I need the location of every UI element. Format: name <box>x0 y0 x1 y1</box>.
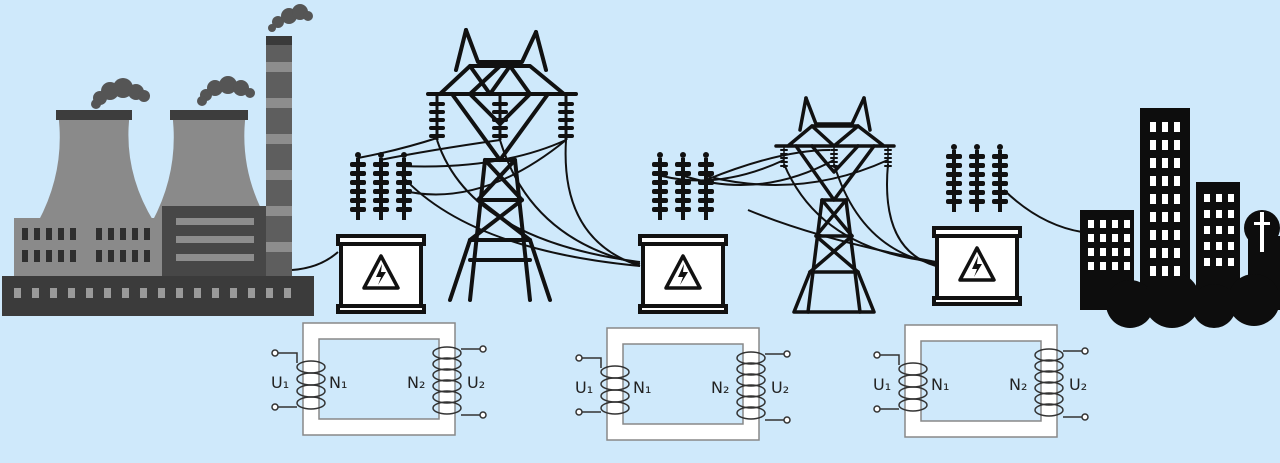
secondary-coil <box>736 350 791 424</box>
primary-voltage-label: U₁ <box>271 373 289 392</box>
secondary-voltage-label: U₂ <box>467 373 485 392</box>
transmission-tower-icon <box>426 28 578 302</box>
primary-coil <box>873 351 928 413</box>
transformer-schematic: U₁ N₁ N₂ U₂ <box>271 322 487 436</box>
secondary-voltage-label: U₂ <box>771 378 789 397</box>
primary-voltage-label: U₁ <box>575 378 593 397</box>
secondary-turns-label: N₂ <box>407 373 425 392</box>
secondary-turns-label: N₂ <box>711 378 729 397</box>
primary-turns-label: N₁ <box>329 373 347 392</box>
secondary-coil <box>1034 347 1089 421</box>
secondary-voltage-label: U₂ <box>1069 375 1087 394</box>
power-plant-icon <box>2 4 314 316</box>
primary-coil <box>575 354 630 416</box>
primary-turns-label: N₁ <box>931 375 949 394</box>
transformer-schematic: U₁ N₁ N₂ U₂ <box>873 324 1089 438</box>
primary-coil <box>271 349 326 411</box>
secondary-coil <box>432 345 487 419</box>
primary-voltage-label: U₁ <box>873 375 891 394</box>
city-skyline-icon <box>1080 108 1280 328</box>
primary-turns-label: N₁ <box>633 378 651 397</box>
transformer-schematic: U₁ N₁ N₂ U₂ <box>575 327 791 441</box>
secondary-turns-label: N₂ <box>1009 375 1027 394</box>
